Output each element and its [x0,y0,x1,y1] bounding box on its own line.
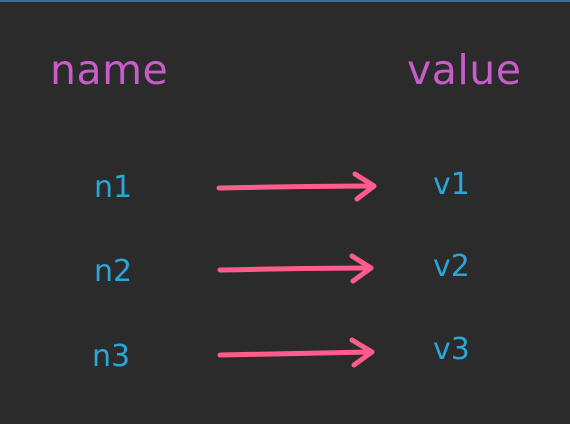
right-arrow-icon [216,171,377,202]
right-arrow-icon [217,253,374,284]
arrow-shaft [217,349,373,358]
value-column-header: value [407,46,522,94]
right-arrow-icon [217,337,375,368]
value-cell-v2: v2 [433,249,470,284]
arrow-head [349,337,375,368]
name-cell-n1: n1 [94,170,133,205]
value-cell-v3: v3 [433,332,470,367]
name-cell-n3: n3 [92,339,131,374]
name-column-header: name [50,46,169,94]
arrow-head [349,253,374,284]
arrow-head [352,171,377,202]
value-cell-v1: v1 [433,167,470,202]
arrow-shaft [216,183,375,191]
name-cell-n2: n2 [94,254,133,289]
arrow-shaft [217,265,372,273]
